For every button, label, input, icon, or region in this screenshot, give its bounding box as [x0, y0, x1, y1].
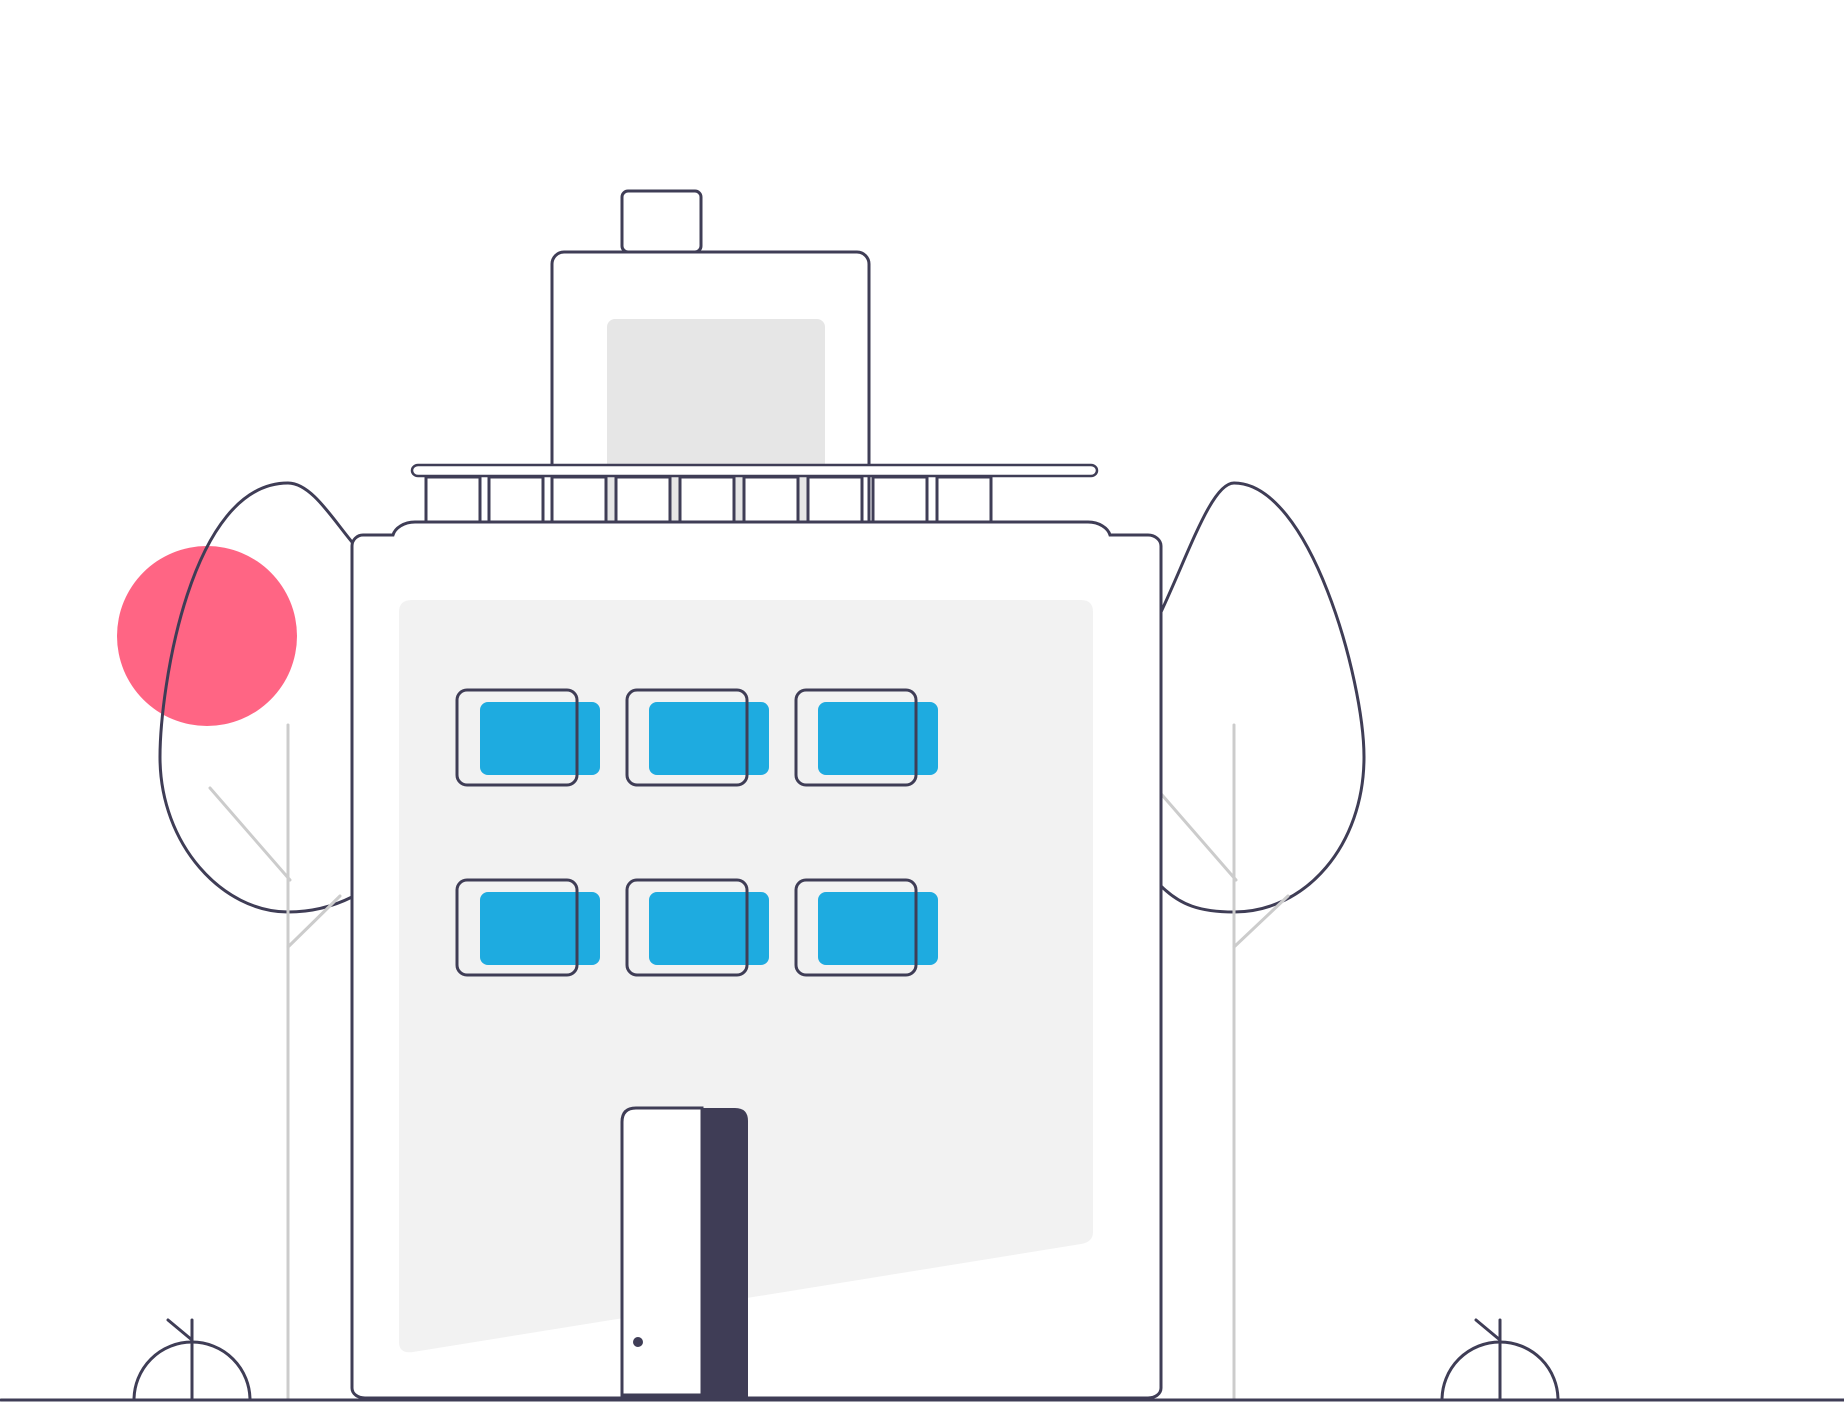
- right-tree-branch: [1232, 894, 1290, 949]
- left-clock: [132, 1318, 252, 1402]
- window-glass: [480, 892, 600, 965]
- right-tree-branch: [1154, 786, 1238, 882]
- ledge-window: [487, 475, 545, 524]
- ledge-window: [871, 475, 929, 524]
- door-open-panel: [702, 1108, 748, 1400]
- door: [620, 1106, 748, 1400]
- ledge-window: [806, 475, 864, 524]
- ledge-window: [614, 475, 672, 524]
- ledge-window: [935, 475, 993, 524]
- door-frame: [620, 1106, 704, 1400]
- facade-windows: [455, 688, 938, 977]
- window-glass: [818, 892, 938, 965]
- left-tree-branch: [208, 786, 292, 882]
- left-tree-branch: [286, 894, 342, 949]
- window-frame: [455, 878, 579, 977]
- ledge-window: [550, 475, 608, 524]
- window-glass: [818, 702, 938, 775]
- roof-ledge: [410, 463, 1099, 478]
- sun-circle: [117, 546, 297, 726]
- chimney: [620, 189, 703, 254]
- clock-hand: [1474, 1318, 1502, 1342]
- window-glass: [480, 702, 600, 775]
- right-tree: [1154, 481, 1366, 1402]
- ledge-window: [742, 475, 800, 524]
- clock-hand: [166, 1318, 194, 1342]
- window-glass: [649, 702, 769, 775]
- ledge-window: [678, 475, 736, 524]
- right-tree-foliage: [1159, 481, 1366, 914]
- window-frame: [794, 878, 918, 977]
- window-frame: [794, 688, 918, 787]
- ledge-windows: [424, 475, 993, 528]
- window-frame: [625, 688, 749, 787]
- window-glass: [649, 892, 769, 965]
- right-clock: [1440, 1318, 1560, 1402]
- door-knob: [633, 1337, 643, 1347]
- window-frame: [455, 688, 579, 787]
- left-tree: [158, 481, 354, 1402]
- window-frame: [625, 878, 749, 977]
- facade-panel: [399, 600, 1093, 1353]
- ledge-window: [424, 475, 482, 524]
